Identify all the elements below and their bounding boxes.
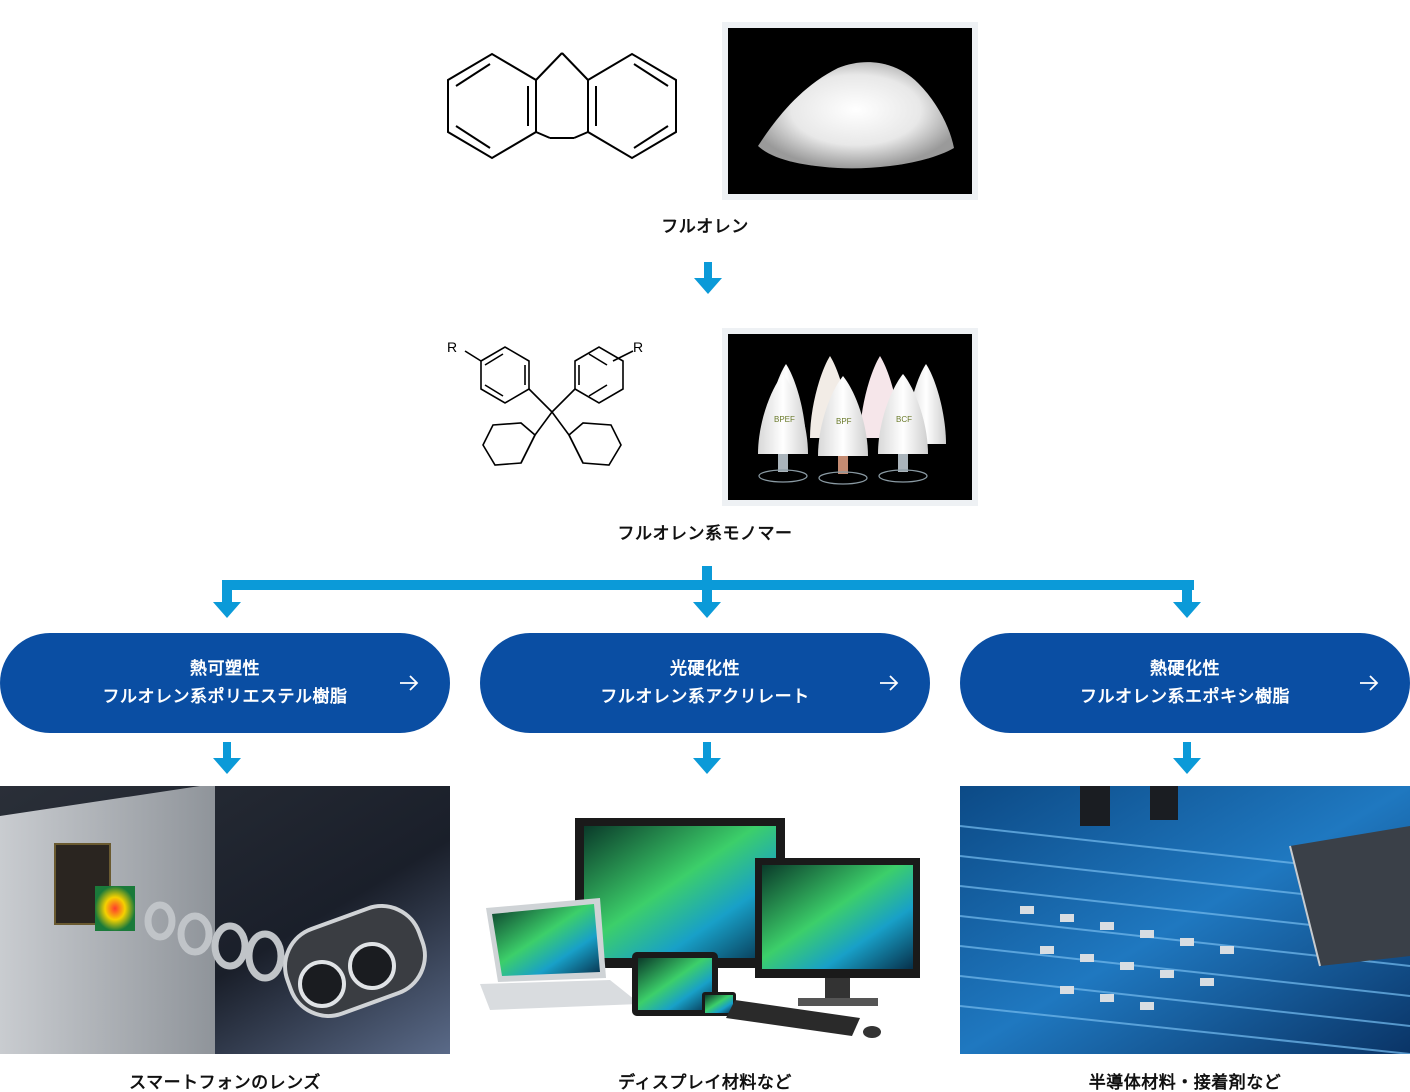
bottle-label-2: BPF [836,417,852,426]
arrow-down-icon [694,262,722,296]
pill-line2: フルオレン系ポリエステル樹脂 [103,683,348,711]
monomer-samples-photo: BPEF BPF BCF [722,328,978,506]
pill-line1: 熱硬化性 [1080,655,1290,683]
arrow-down-icon [1173,742,1201,776]
pill-line1: 熱可塑性 [103,655,348,683]
thermosetting-epoxy-button[interactable]: 熱硬化性 フルオレン系エポキシ樹脂 [960,633,1410,733]
substituent-r-left: R [447,339,457,355]
display-devices-photo [480,786,930,1054]
fluorene-caption: フルオレン [605,212,805,237]
pill-line2: フルオレン系エポキシ樹脂 [1080,683,1290,711]
circuit-board-photo [960,786,1410,1054]
arrow-right-icon [878,672,900,694]
thermoplastic-polyester-button[interactable]: 熱可塑性 フルオレン系ポリエステル樹脂 [0,633,450,733]
arrow-down-icon [693,742,721,776]
bottle-label-3: BCF [896,415,912,424]
smartphone-lens-photo [0,786,450,1054]
branch-arrows [0,566,1410,622]
monomer-caption: フルオレン系モノマー [555,519,855,544]
substituent-r-right: R [633,339,643,355]
application-caption-display: ディスプレイ材料など [480,1068,930,1092]
fluorene-structure [440,50,685,175]
application-caption-semiconductor: 半導体材料・接着剤など [960,1068,1410,1092]
bottle-label-1: BPEF [774,415,795,424]
arrow-right-icon [398,672,420,694]
arrow-down-icon [213,742,241,776]
application-caption-smartphone: スマートフォンのレンズ [0,1068,450,1092]
pill-line1: 光硬化性 [600,655,809,683]
photocurable-acrylate-button[interactable]: 光硬化性 フルオレン系アクリレート [480,633,930,733]
pill-line2: フルオレン系アクリレート [600,683,809,711]
arrow-right-icon [1358,672,1380,694]
fluorene-powder-photo [722,22,978,200]
fluorene-monomer-structure: R R [445,335,645,500]
